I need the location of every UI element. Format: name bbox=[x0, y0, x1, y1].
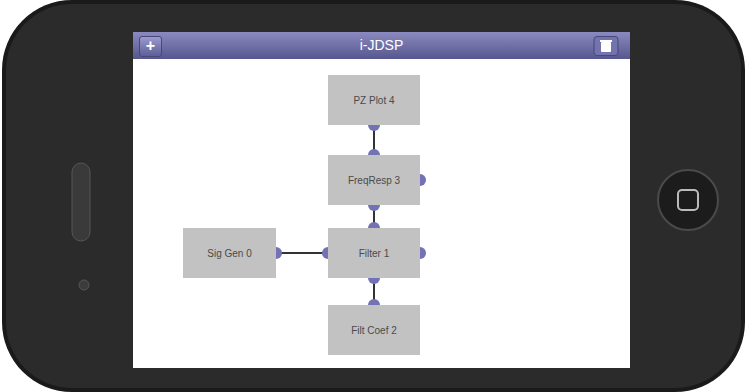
module-label: Filter 1 bbox=[359, 248, 390, 259]
speaker-slot bbox=[72, 163, 90, 241]
add-button: + bbox=[139, 36, 162, 57]
connector bbox=[276, 252, 328, 254]
module-label: FreqResp 3 bbox=[348, 175, 400, 186]
home-button bbox=[658, 170, 718, 230]
module-box: Filt Coef 2 bbox=[328, 305, 420, 355]
module-label: PZ Plot 4 bbox=[353, 95, 394, 106]
title-bar: + i-JDSP bbox=[133, 32, 630, 59]
module-label: Filt Coef 2 bbox=[351, 325, 397, 336]
module-box: Sig Gen 0 bbox=[183, 228, 276, 278]
module-box: Filter 1 bbox=[328, 228, 420, 278]
camera-dot bbox=[79, 280, 89, 290]
module-label: Sig Gen 0 bbox=[207, 248, 251, 259]
phone-bezel bbox=[6, 4, 741, 388]
module-box: FreqResp 3 bbox=[328, 155, 420, 205]
home-icon bbox=[678, 190, 698, 210]
trash-button bbox=[593, 36, 619, 56]
app-title: i-JDSP bbox=[133, 32, 630, 59]
trash-lid bbox=[600, 40, 612, 42]
trash-can bbox=[601, 42, 611, 52]
module-box: PZ Plot 4 bbox=[328, 75, 420, 125]
trash-button-bg bbox=[594, 37, 618, 56]
